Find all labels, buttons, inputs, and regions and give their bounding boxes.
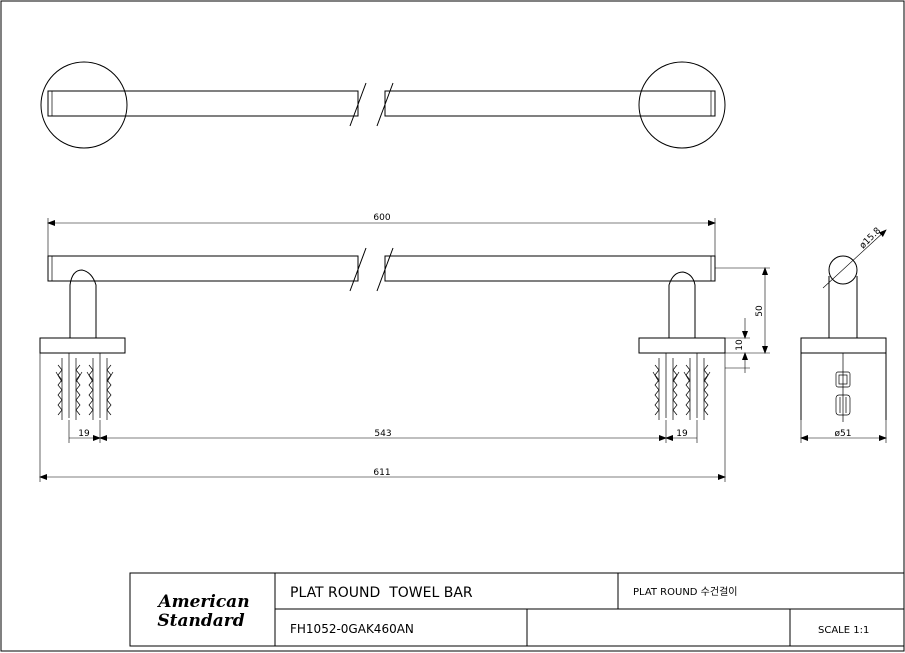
dimension-50-label: 50 [755,305,765,317]
scale-label: SCALE 1:1 [818,625,869,636]
dimension-600-label: 600 [373,213,390,223]
brand-logo-line2: Standard [157,611,244,631]
top-view [40,61,726,149]
dimension-overall-bar: 600 [47,213,716,256]
dimension-611-label: 611 [373,468,390,478]
title-block: American Standard PLAT ROUND TOWEL BAR P… [129,572,905,647]
right-post [638,271,726,354]
dimension-543-label: 543 [374,429,391,439]
dimension-base-diameter-label: ø51 [835,429,852,439]
dimension-tube-diameter-label: ø15.8 [858,226,883,251]
product-title-korean: PLAT ROUND 수건걸이 [633,585,737,598]
anchor-left-1 [55,353,83,420]
front-view-bar [47,247,716,292]
dimension-base-thickness: 10 [725,318,750,373]
dimension-base-diameter: ø51 [800,420,887,443]
dimension-center-span: 19 543 19 [68,420,698,443]
model-code: FH1052-0GAK460AN [290,622,414,636]
anchor-right-1 [652,353,680,420]
top-view-left-rosette [40,61,128,149]
anchor-left-2 [86,353,114,420]
anchor-right-2 [683,353,711,420]
side-view-tube-section [828,255,858,285]
dimension-19-right-label: 19 [676,429,688,439]
wall-anchors [55,353,711,420]
dimension-19-left-label: 19 [78,429,90,439]
side-view: ø15.8 ø51 [800,226,887,443]
product-title: PLAT ROUND TOWEL BAR [290,585,473,601]
dimension-overall-total: 611 [39,353,726,482]
top-view-right-rosette [638,61,726,149]
top-view-bar [47,82,716,127]
dimension-10-label: 10 [735,339,745,351]
left-post [39,269,126,354]
side-view-anchor [835,353,851,422]
front-view: 600 50 10 19 543 19 [39,213,770,482]
brand-logo-line1: American [156,592,249,612]
